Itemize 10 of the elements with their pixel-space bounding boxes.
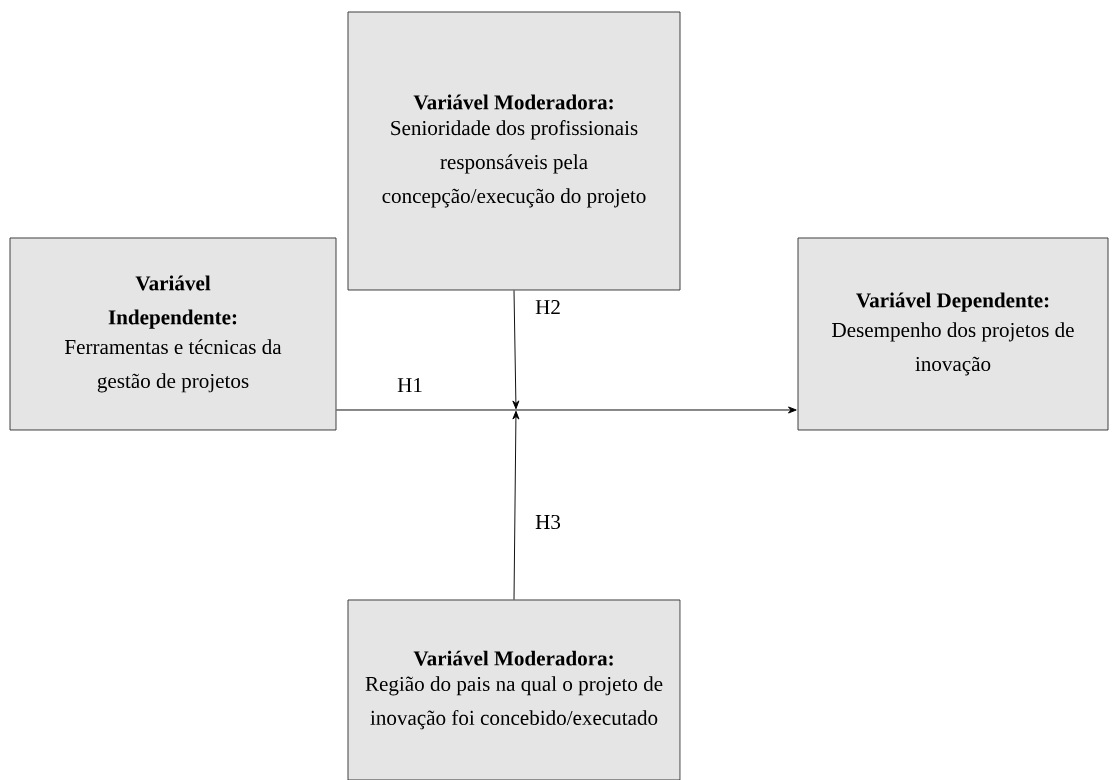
variable-box: Variável Moderadora: Senioridade dos profissionais responsáveis pela concepção/execução do projeto	[347, 11, 681, 291]
arrow	[512, 290, 520, 410]
variable-box: Variável Dependente: Desempenho dos projetos de inovação	[797, 237, 1109, 431]
arrow	[512, 410, 520, 600]
edge-label: H2	[532, 297, 564, 317]
arrow	[336, 406, 797, 414]
edge-label: H1	[394, 375, 426, 395]
edge-label: H3	[532, 512, 564, 532]
variable-box: Variável Independente: Ferramentas e técnicas da gestão de projetos	[9, 237, 337, 431]
variable-box: Variável Moderadora: Região do pais na qual o projeto de inovação foi concebido/executado	[347, 599, 681, 780]
